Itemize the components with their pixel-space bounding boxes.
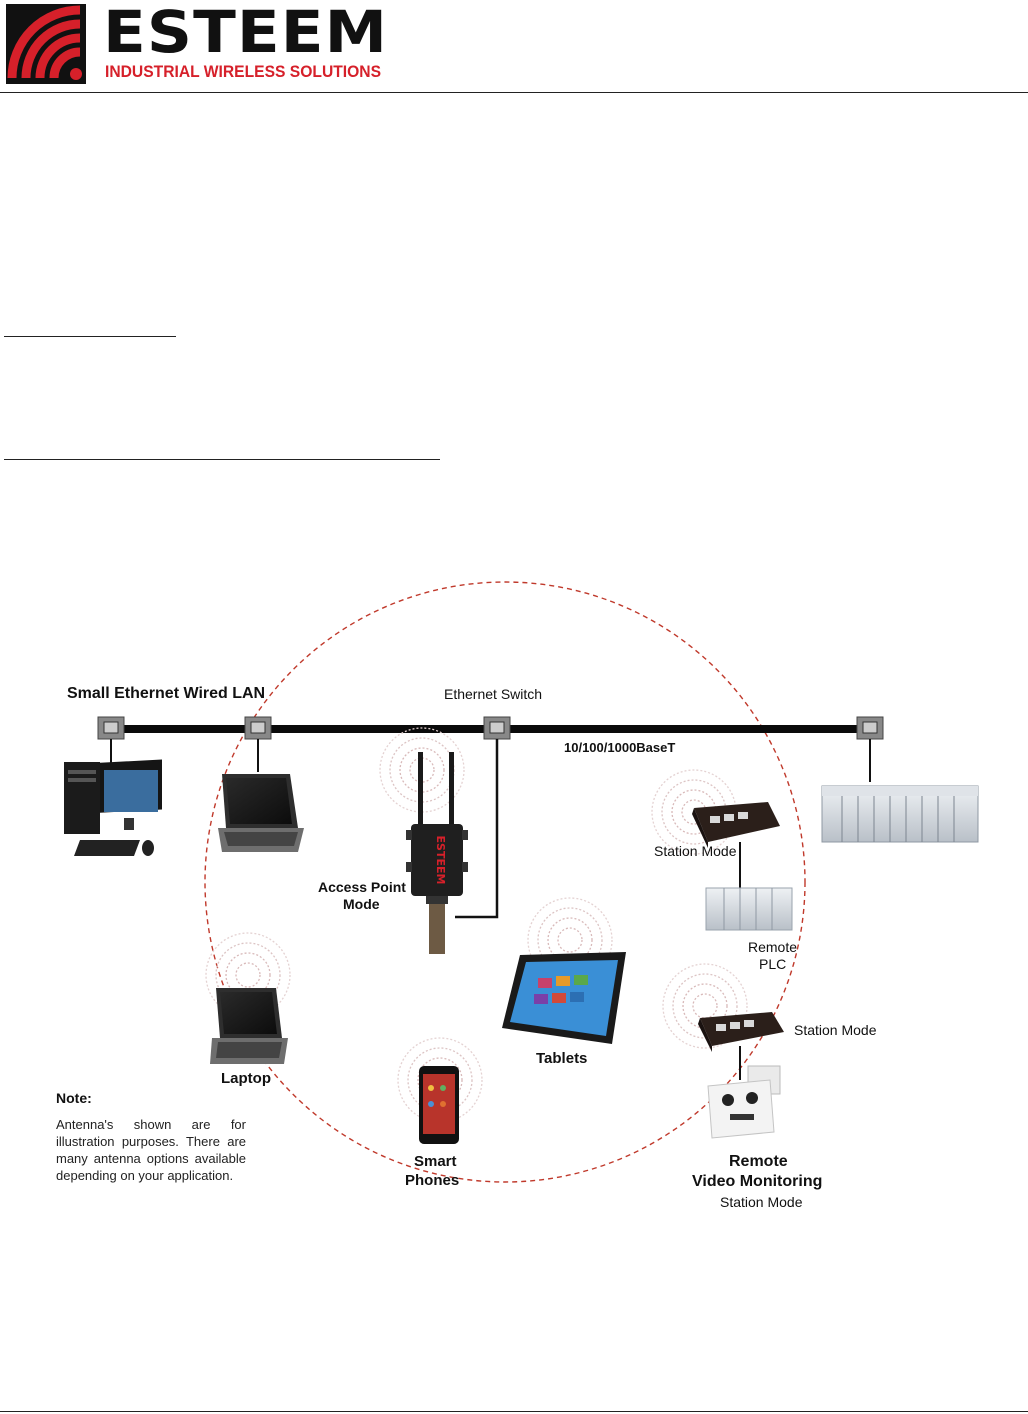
section-underline-2 [4, 459, 440, 460]
station-radio-top-icon [651, 769, 780, 855]
svg-text:ESTEEM: ESTEEM [434, 836, 447, 885]
lan-port-plc [856, 716, 884, 740]
smart-phone-icon [397, 1037, 483, 1144]
laptop-label: Laptop [221, 1070, 271, 1087]
access-point-radio-icon: ESTEEM [379, 727, 468, 954]
laptop-wired-icon [218, 774, 304, 852]
remote-plc-icon [705, 887, 793, 931]
brand-name: ESTEEM [103, 0, 389, 66]
wireless-coverage-area [204, 581, 806, 1183]
speed-label: 10/100/1000BaseT [564, 740, 676, 755]
section-underline-1 [4, 336, 176, 337]
remote-plc-label-2: PLC [759, 956, 787, 972]
lan-port-laptop [244, 716, 272, 740]
header-divider [0, 92, 1028, 93]
station-radio-mid-icon [662, 963, 784, 1052]
access-point-label: Access Point [318, 879, 406, 895]
lan-port-pc [97, 716, 125, 740]
station-mode-top-label: Station Mode [654, 843, 737, 859]
note-title: Note: [56, 1090, 92, 1106]
footer-divider [0, 1411, 1028, 1412]
smart-phones-label: Smart [414, 1153, 457, 1170]
video-monitoring-label: Video Monitoring [692, 1173, 823, 1190]
video-camera-icon [707, 1065, 781, 1139]
video-station-mode-label: Station Mode [720, 1194, 803, 1210]
note-body: Antenna's shown are for illustration pur… [56, 1117, 246, 1183]
access-point-mode-label: Mode [343, 896, 380, 912]
plc-rack-icon [821, 785, 979, 843]
desktop-computer-icon [64, 759, 162, 856]
esteem-logo-icon [6, 4, 86, 84]
remote-plc-label: Remote [748, 939, 798, 955]
remote-video-label: Remote [729, 1153, 788, 1170]
tablet-icon [502, 897, 626, 1044]
ethernet-switch-label: Ethernet Switch [444, 686, 543, 702]
brand-tagline: INDUSTRIAL WIRELESS SOLUTIONS [105, 62, 382, 81]
smart-phones-label-2: Phones [405, 1172, 460, 1189]
station-mode-mid-label: Station Mode [794, 1022, 877, 1038]
ethernet-switch-port [483, 716, 511, 740]
laptop-wireless-icon [205, 932, 291, 1064]
lan-label: Small Ethernet Wired LAN [67, 685, 266, 702]
tablets-label: Tablets [536, 1050, 588, 1067]
